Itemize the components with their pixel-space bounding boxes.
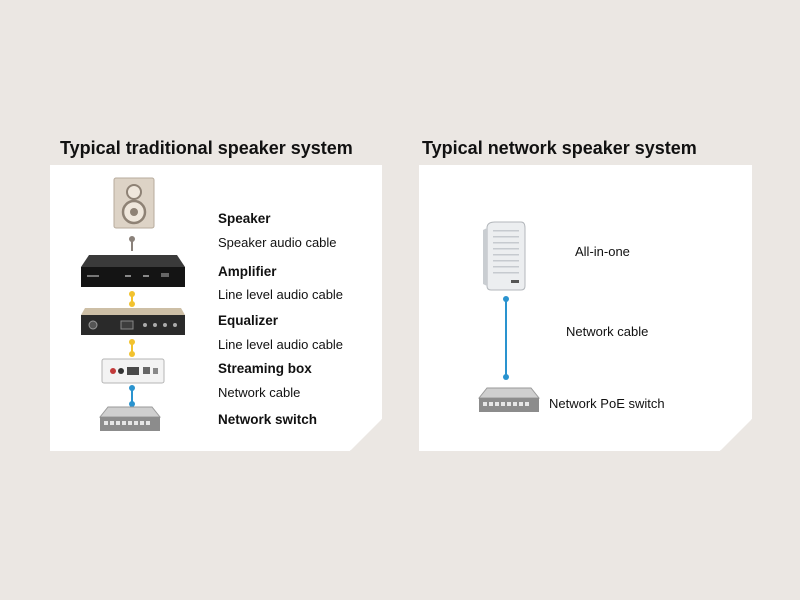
equalizer-label: Equalizer xyxy=(218,313,279,328)
all-in-one-speaker-icon xyxy=(481,220,527,292)
speaker-audio-cable-dot xyxy=(129,236,135,242)
network-cable-dot-right-b xyxy=(503,374,509,380)
network-cable-line-right xyxy=(505,298,507,378)
speaker-audio-cable-line xyxy=(131,237,133,251)
line-level-cable-dot-1a xyxy=(129,291,135,297)
network-switch-label: Network switch xyxy=(218,412,318,427)
line-level-cable-dot-2a xyxy=(129,339,135,345)
equalizer-icon xyxy=(79,307,187,337)
traditional-system-title: Typical traditional speaker system xyxy=(60,138,353,158)
speaker-label: Speaker xyxy=(218,211,271,226)
line-level-cable-dot-2b xyxy=(129,351,135,357)
network-cable-dot-left-b xyxy=(129,401,135,407)
line-level-cable-line-2 xyxy=(131,341,133,355)
amplifier-icon xyxy=(79,253,187,289)
network-switch-icon xyxy=(99,405,161,435)
network-system-title: Typical network speaker system xyxy=(422,138,697,158)
network-system-panel: All-in-one Network cable Network PoE swi… xyxy=(419,165,752,451)
all-in-one-label: All-in-one xyxy=(575,244,630,259)
speaker-icon xyxy=(113,177,155,229)
line-level-cable-line-1 xyxy=(131,293,133,305)
line-level-cable-dot-1b xyxy=(129,301,135,307)
network-cable-dot-right-a xyxy=(503,296,509,302)
line-level-cable-label-2: Line level audio cable xyxy=(218,337,344,352)
amplifier-label: Amplifier xyxy=(218,264,277,279)
network-poe-switch-icon xyxy=(478,386,540,416)
network-cable-dot-left-a xyxy=(129,385,135,391)
network-cable-line-left xyxy=(131,387,133,405)
network-cable-label-left: Network cable xyxy=(218,385,301,400)
streaming-box-label: Streaming box xyxy=(218,361,312,376)
speaker-audio-cable-label: Speaker audio cable xyxy=(218,235,337,250)
streaming-box-icon xyxy=(101,358,165,384)
network-poe-switch-label: Network PoE switch xyxy=(549,396,665,411)
traditional-system-panel: Speaker Speaker audio cable Amplifier Li… xyxy=(50,165,382,451)
line-level-cable-label-1: Line level audio cable xyxy=(218,287,344,302)
network-cable-label-right: Network cable xyxy=(566,324,649,339)
